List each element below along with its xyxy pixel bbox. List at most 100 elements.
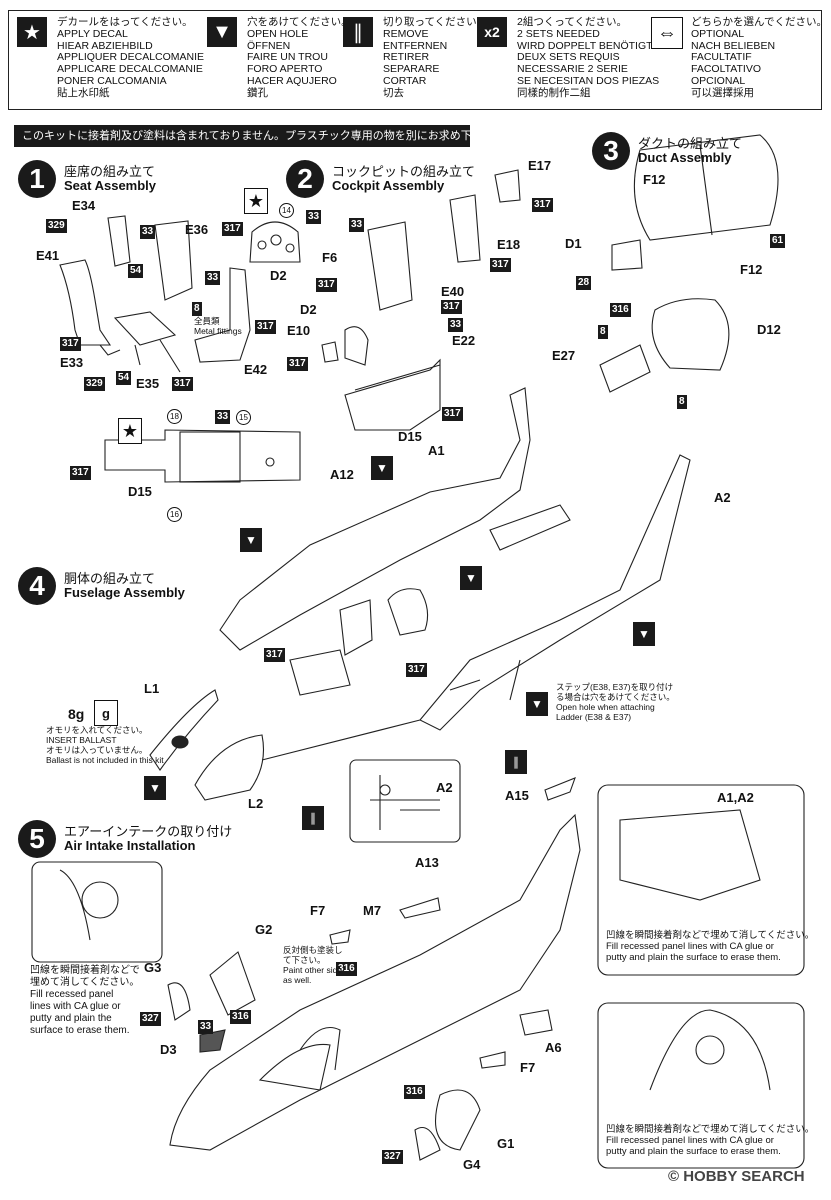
fill-lines-note-right-bottom: 凹線を瞬間接着剤などで埋めて消してください。 Fill recessed pan…: [606, 1124, 814, 1157]
seat-cushion-e36: [154, 220, 193, 301]
seat-pan-e35: [113, 311, 177, 346]
seat-back-e41: [59, 259, 112, 346]
paint-code: 28: [576, 276, 592, 290]
intake-g3: [167, 982, 191, 1021]
paint-code: 317: [70, 466, 91, 480]
paint-code: 317: [532, 198, 553, 212]
paint-code: 317: [264, 648, 285, 662]
part-label: D3: [160, 1042, 177, 1057]
paint-code: 317: [60, 337, 81, 351]
detail-inset-right-bottom: [597, 1002, 805, 1169]
decal-number: 15: [236, 410, 251, 425]
part-label: A2: [714, 490, 731, 505]
windscreen-l2: [194, 734, 265, 801]
part-label: F6: [322, 250, 338, 265]
note-line: 凹線を瞬間接着剤などで: [30, 965, 140, 976]
fuselage-half-a2: [419, 454, 691, 731]
legend-line: NECESSARIE 2 SERIE: [517, 63, 628, 76]
paint-code: 329: [84, 377, 105, 391]
note-line: Fill recessed panel lines with CA glue o…: [606, 1135, 774, 1146]
cockpit-tub-d15: [104, 429, 301, 483]
paint-code: 317: [287, 357, 308, 371]
legend-line: WIRD DOPPELT BENÖTIGT: [517, 39, 653, 52]
paint-code: 327: [382, 1150, 403, 1164]
paint-code: 33: [215, 410, 231, 424]
paint-code: 54: [116, 371, 132, 385]
part-label: A1: [428, 443, 445, 458]
legend-line: デカールをはってください。: [57, 16, 193, 28]
intake-g2: [209, 951, 256, 1016]
drill-icon: ▼: [144, 776, 166, 800]
paint-code: 33: [306, 210, 322, 224]
drill-icon: ▼: [526, 692, 548, 716]
part-label: D15: [398, 429, 422, 444]
decal-number: 14: [279, 203, 294, 218]
part-label: F7: [310, 903, 326, 918]
note-line: 全員類: [194, 316, 220, 326]
part-label: E42: [244, 362, 268, 377]
note-line: putty and plain the: [30, 1013, 112, 1024]
star-icon: ★: [17, 17, 47, 47]
note-line: オモリは入っていません。: [46, 745, 148, 755]
legend-line: 2組つくってください。: [517, 16, 627, 28]
detail-inset-a2: [349, 759, 461, 843]
note-line: Fill recessed panel: [30, 989, 114, 1000]
note-line: 凹線を瞬間接着剤などで埋めて消してください。: [606, 1124, 815, 1135]
cockpit-subassembly: [339, 599, 373, 656]
legend-line: ÖFFNEN: [247, 39, 291, 52]
intake-subassembly: [387, 588, 429, 636]
paint-code: 317: [441, 300, 462, 314]
legend-line: RETIRER: [383, 51, 430, 64]
x2-icon: x2: [477, 17, 507, 47]
drill-icon: ▼: [240, 528, 262, 552]
step-title-en: Duct Assembly: [638, 150, 732, 165]
metal-fittings-note: 全員類 Metal fittings: [194, 316, 242, 336]
ejection-seat: [367, 221, 413, 311]
legend-line: 切去: [383, 86, 404, 99]
note-line: INSERT BALLAST: [46, 735, 117, 745]
paint-code: 8: [192, 302, 202, 316]
decal-number: 18: [167, 409, 182, 424]
instrument-panel-d2: [249, 221, 301, 263]
paint-code: 61: [770, 234, 786, 248]
part-label: E33: [60, 355, 84, 370]
legend-line: HIEAR ABZIEHBILD: [57, 39, 153, 52]
knife-icon: ∥: [302, 806, 324, 830]
part-e17: [494, 169, 521, 203]
cockpit-tub-d15b: [344, 358, 441, 431]
part-label: A1,A2: [717, 790, 754, 805]
note-line: 反対側も塗装し: [283, 945, 343, 955]
symbol-legend: ★ デカールをはってください。 APPLY DECAL HIEAR ABZIEH…: [8, 10, 827, 110]
aircraft-body: [169, 813, 581, 1151]
legend-line: OPEN HOLE: [247, 27, 309, 40]
paint-code: 317: [490, 258, 511, 272]
part-a6: [519, 1009, 553, 1036]
step-title-en: Cockpit Assembly: [332, 178, 445, 193]
step-number: 3: [592, 132, 630, 170]
paint-code: 33: [205, 271, 221, 285]
note-line: surface to erase them.: [30, 1025, 130, 1036]
knife-icon: ∥: [505, 750, 527, 774]
legend-line: 同樣的制作二組: [517, 86, 591, 99]
part-label: E35: [136, 376, 160, 391]
part-label: D1: [565, 236, 582, 251]
legend-line: 可以選擇採用: [691, 86, 754, 99]
part-label: F7: [520, 1060, 536, 1075]
paint-code: 33: [140, 225, 156, 239]
detail-inset-right-top: [597, 784, 805, 976]
duct-f12: [633, 134, 779, 241]
legend-line: 穴をあけてください。: [247, 16, 352, 28]
legend-line: HACER AQUJERO: [247, 74, 337, 87]
fill-lines-note-left: 凹線を瞬間接着剤などで 埋めて消してください。 Fill recessed pa…: [30, 965, 140, 1037]
legend-line: OPCIONAL: [691, 74, 746, 87]
legend-line: 切り取ってください。: [383, 16, 488, 28]
part-label: L1: [144, 681, 160, 696]
legend-line: 鑽孔: [247, 86, 268, 99]
detail-inset-left: [31, 861, 163, 963]
legend-line: NACH BELIEBEN: [691, 39, 776, 52]
part-label: D12: [757, 322, 781, 337]
cockpit-opening: [258, 1043, 331, 1091]
step-title-jp: ダクトの組み立て: [638, 136, 743, 151]
step-title-jp: 胴体の組み立て: [64, 571, 156, 586]
